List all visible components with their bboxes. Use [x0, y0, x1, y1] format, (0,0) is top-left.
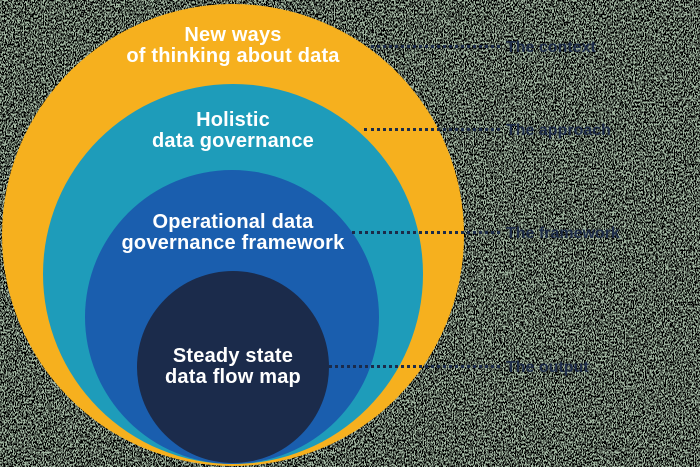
circle-label-framework: Operational data governance framework: [63, 212, 403, 254]
circle-label-approach-line1: Holistic: [196, 109, 270, 131]
circle-label-framework-line1: Operational data: [152, 211, 314, 233]
circle-label-framework-line2: governance framework: [121, 232, 345, 254]
circle-label-output-line1: Steady state: [172, 345, 294, 367]
circle-output: [137, 271, 329, 463]
circle-label-output-line2: data flow map: [165, 366, 301, 388]
circle-label-approach-line2: data governance: [152, 130, 314, 152]
circle-label-context-line1: New ways: [184, 24, 282, 46]
annotation-approach: The approach: [506, 122, 611, 139]
leader-line-output: [329, 365, 500, 368]
leader-line-approach: [364, 128, 500, 131]
leader-line-context: [371, 45, 500, 48]
circle-label-context-line2: of thinking about data: [126, 45, 340, 67]
annotation-output: The output: [506, 359, 589, 376]
circle-label-approach: Holistic data governance: [63, 110, 403, 152]
circle-label-context: New ways of thinking about data: [63, 25, 403, 67]
annotation-framework: The framework: [506, 225, 620, 242]
leader-line-framework: [352, 231, 500, 234]
circle-label-output: Steady state data flow map: [63, 346, 403, 388]
annotation-context: The context: [506, 39, 596, 56]
